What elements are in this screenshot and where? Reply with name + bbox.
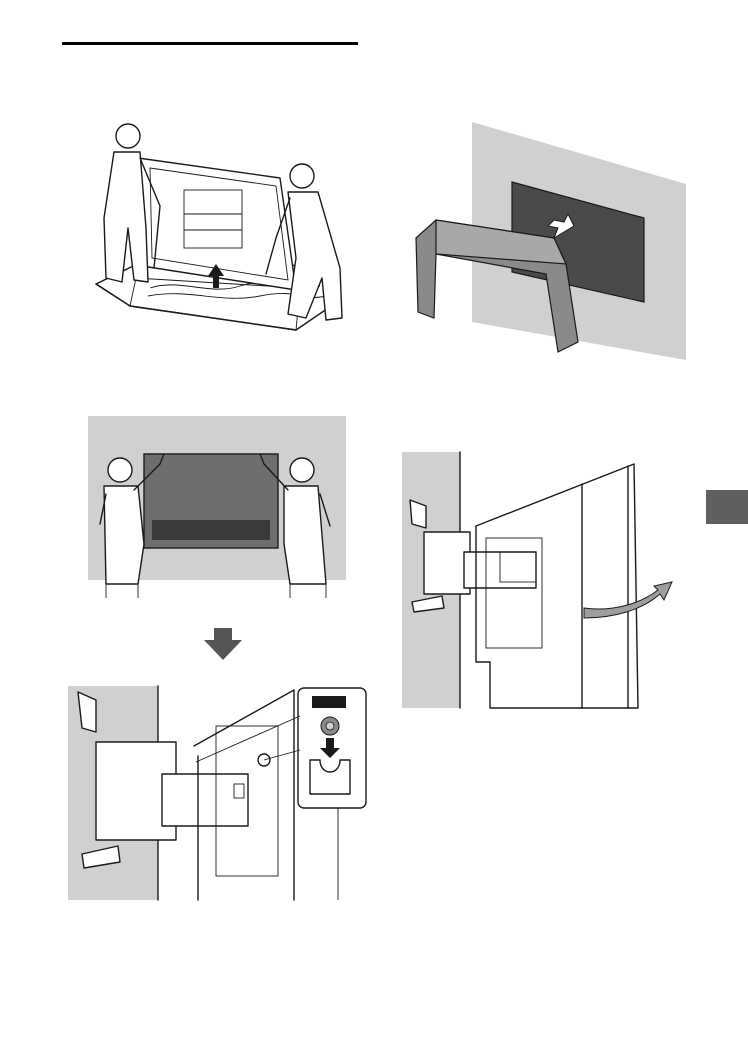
arm-plate	[162, 774, 248, 826]
section-tab	[706, 490, 748, 524]
figure-swing-out	[402, 452, 678, 710]
figure-hold-to-wall	[86, 414, 348, 598]
figure-remove-cover	[408, 122, 688, 362]
callout-label-box	[312, 696, 346, 708]
figure-unpack	[90, 118, 360, 336]
heading-rule	[62, 42, 358, 45]
arrow-down-icon	[204, 628, 242, 660]
figure-attach-bracket	[68, 686, 368, 902]
